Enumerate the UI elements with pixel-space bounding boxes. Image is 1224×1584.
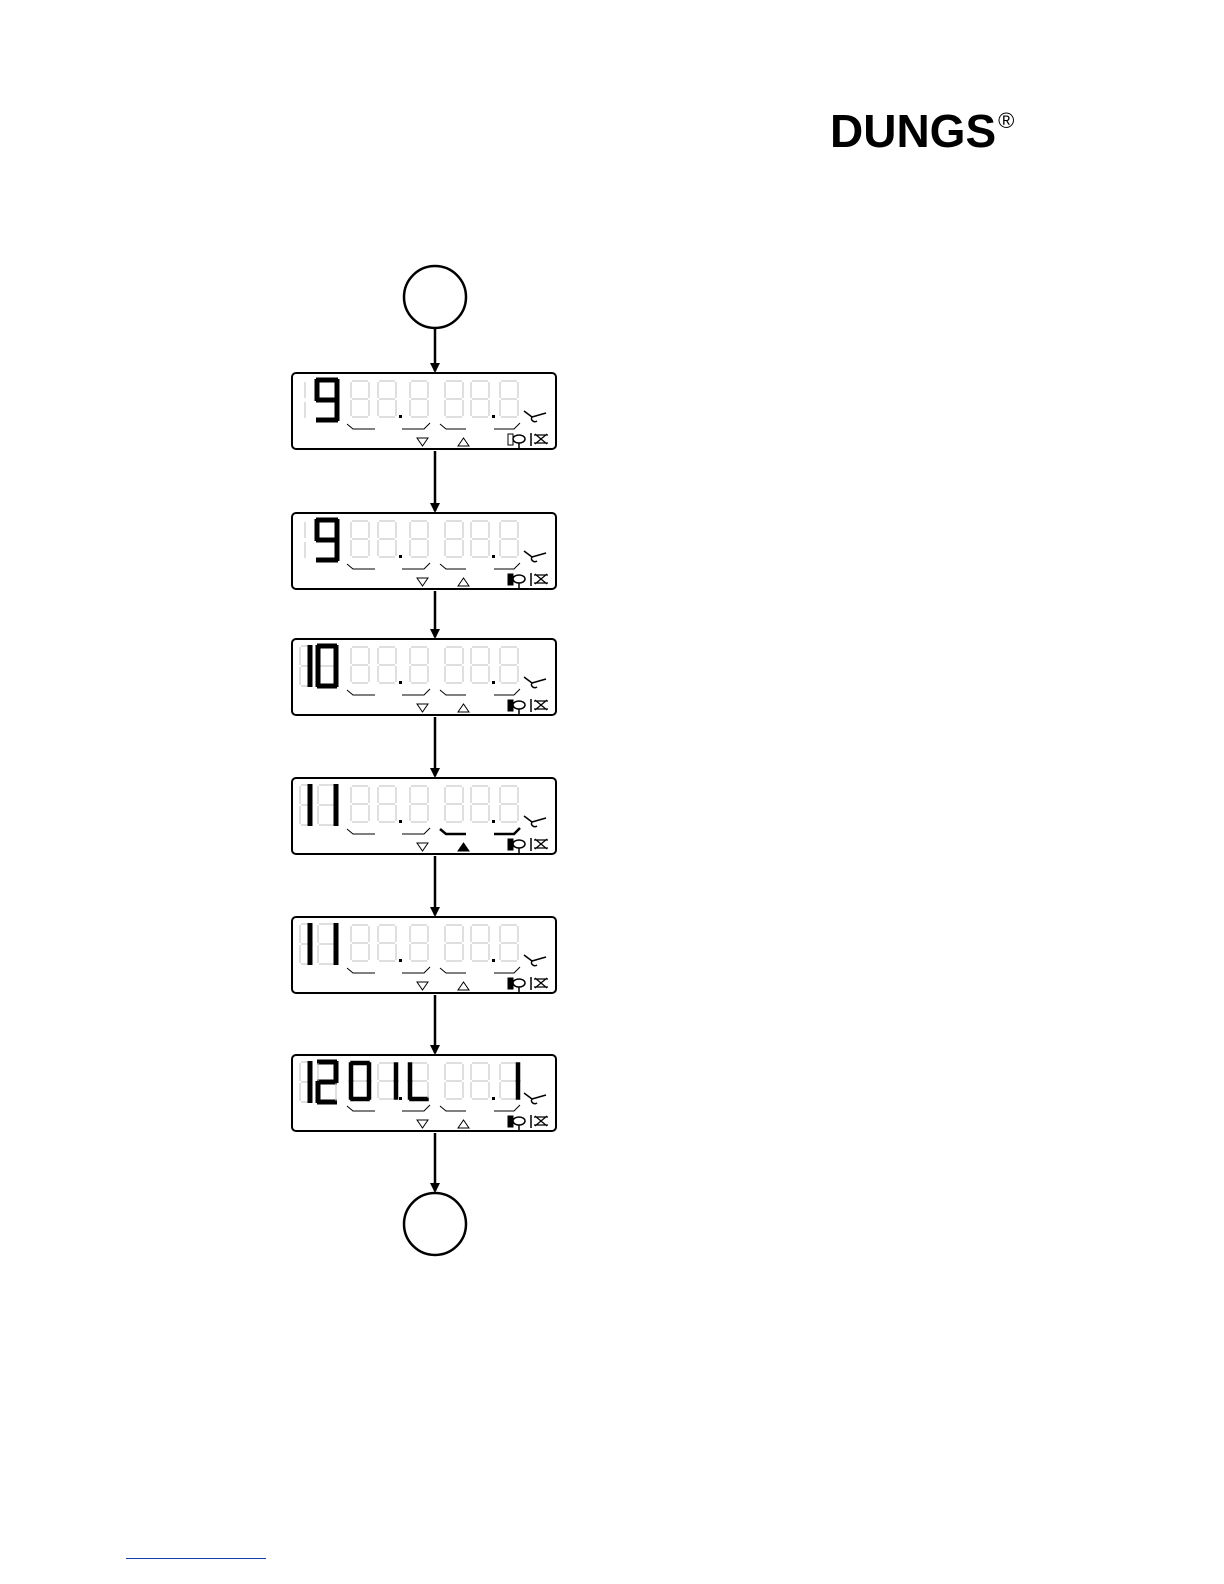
footer-rule <box>126 1558 266 1559</box>
decimal-point <box>399 681 402 684</box>
decimal-point <box>399 415 402 418</box>
lcd-display-panel <box>292 639 556 715</box>
decimal-point <box>399 555 402 558</box>
lcd-displays <box>292 373 556 1131</box>
start-connector <box>404 266 466 328</box>
decimal-point <box>492 681 495 684</box>
lcd-display-panel <box>292 1055 556 1131</box>
end-connector <box>404 1193 466 1255</box>
lcd-display-panel <box>292 917 556 993</box>
lcd-display-panel <box>292 778 556 854</box>
lcd-display-panel <box>292 513 556 589</box>
decimal-point <box>492 415 495 418</box>
decimal-point <box>399 820 402 823</box>
lcd-display-panel <box>292 373 556 449</box>
decimal-point <box>492 555 495 558</box>
decimal-point <box>399 959 402 962</box>
decimal-point <box>492 820 495 823</box>
decimal-point <box>492 959 495 962</box>
decimal-point <box>399 1097 402 1100</box>
decimal-point <box>492 1097 495 1100</box>
